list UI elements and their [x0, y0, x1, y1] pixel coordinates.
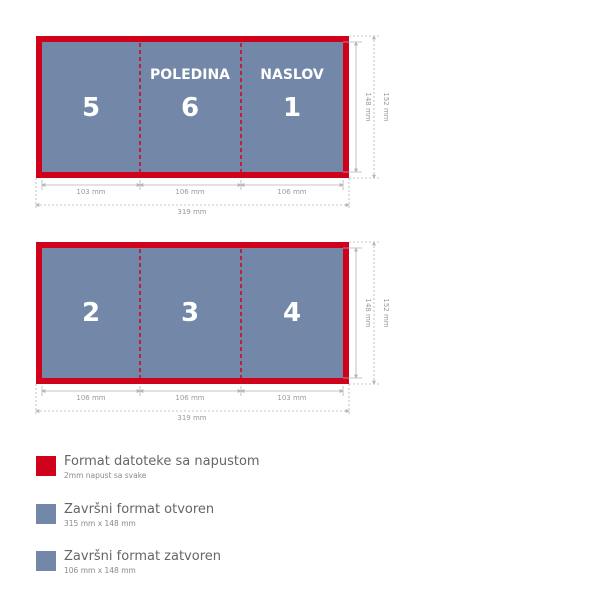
total-width-label: 319 mm: [177, 414, 206, 422]
width-label: 106 mm: [175, 394, 204, 402]
legend-swatch: [36, 551, 56, 571]
width-label: 106 mm: [76, 394, 105, 402]
panel-number: 2: [82, 298, 100, 328]
panel-number: 4: [283, 298, 301, 328]
width-label: 103 mm: [277, 394, 306, 402]
legend-swatch: [36, 456, 56, 476]
height-dimensions: [343, 35, 380, 179]
panel-label: NASLOV: [260, 67, 324, 83]
panel-number: 5: [82, 93, 100, 123]
height-label: 152 mm: [382, 298, 390, 327]
width-label: 103 mm: [76, 188, 105, 196]
diagram-bottom: 2 3 4 106 mm 106 mm 103 mm 319 mm 148: [35, 241, 390, 422]
panel-area: [42, 42, 343, 172]
legend-title: Završni format zatvoren: [64, 549, 222, 564]
height-label: 148 mm: [364, 92, 372, 121]
width-dimensions: [35, 178, 350, 210]
legend-subtitle: 2mm napust sa svake: [64, 471, 147, 480]
width-label: 106 mm: [175, 188, 204, 196]
legend-title: Format datoteke sa napustom: [64, 454, 260, 469]
legend-swatch: [36, 504, 56, 524]
height-label: 152 mm: [382, 92, 390, 121]
total-width-label: 319 mm: [177, 208, 206, 216]
panel-label: POLEDINA: [150, 67, 230, 83]
height-label: 148 mm: [364, 298, 372, 327]
panel-number: 1: [283, 93, 301, 123]
height-dimensions: [343, 241, 380, 385]
diagram-top: 5 POLEDINA 6 NASLOV 1 103 mm 106 mm 106 …: [35, 35, 390, 216]
width-label: 106 mm: [277, 188, 306, 196]
legend-subtitle: 106 mm x 148 mm: [64, 566, 136, 575]
panel-number: 6: [181, 93, 199, 123]
legend-title: Završni format otvoren: [64, 502, 215, 517]
panel-area: [42, 248, 343, 378]
panel-number: 3: [181, 298, 199, 328]
width-dimensions: [35, 384, 350, 416]
legend-subtitle: 315 mm x 148 mm: [64, 519, 136, 528]
